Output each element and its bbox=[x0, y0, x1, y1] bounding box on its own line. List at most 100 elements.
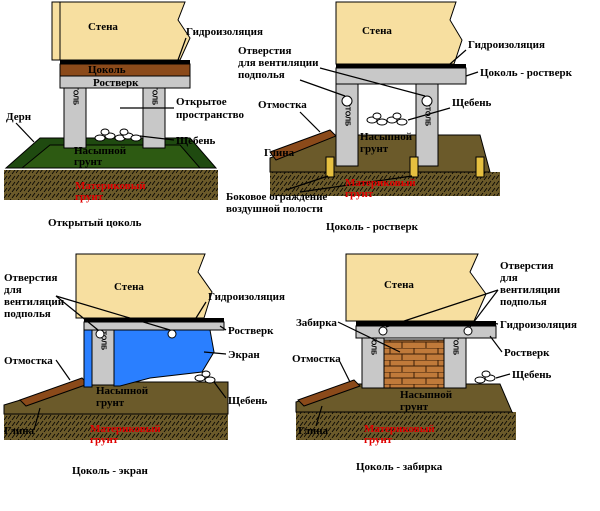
plinth-label: Цоколь bbox=[88, 64, 126, 76]
waterproofing-label: Гидроизоляция bbox=[186, 26, 263, 38]
vent-holes-label: для вентиляции bbox=[238, 57, 319, 69]
wall-block bbox=[335, 1, 463, 65]
wall-block bbox=[345, 253, 487, 322]
fill-soil-label: Насыпной bbox=[360, 131, 413, 143]
screen-panel bbox=[113, 329, 215, 387]
native-soil-label: Материковый bbox=[364, 423, 435, 435]
wall-label: Стена bbox=[88, 21, 118, 33]
pillar-label: СТОЛБ bbox=[370, 331, 377, 355]
vent-hole bbox=[421, 95, 433, 107]
open-space-label: пространство bbox=[176, 109, 244, 121]
gravel-label: Щебень bbox=[176, 135, 216, 147]
grillage-label: Ростверк bbox=[93, 77, 139, 89]
pillar-label: СТОЛБ bbox=[452, 331, 459, 355]
vent-holes-label: подполья bbox=[238, 69, 285, 81]
fill-soil-label: Насыпной bbox=[74, 145, 127, 157]
native-soil bbox=[4, 414, 228, 440]
pillar-label: СТОЛБ bbox=[72, 81, 79, 105]
fill-soil-label: грунт bbox=[74, 156, 103, 168]
open-space-label: Открытое bbox=[176, 96, 227, 108]
vent-holes-label: Отверстия bbox=[4, 272, 58, 284]
panel-plinth-screen: СТОЛБ Стена Гидроизоляция Отверстия для … bbox=[3, 253, 285, 477]
vent-holes-label: подполья bbox=[500, 296, 547, 308]
wall-side bbox=[51, 1, 61, 61]
side-fence-label: Боковое ограждение bbox=[226, 191, 327, 203]
vent-holes-label: для bbox=[4, 284, 22, 296]
infill-label: Забирка bbox=[296, 317, 337, 329]
waterproofing-label: Гидроизоляция bbox=[500, 319, 577, 331]
wall-block bbox=[75, 253, 213, 319]
fill-soil-label: Насыпной bbox=[96, 385, 149, 397]
pillar-label: СТОЛБ bbox=[151, 81, 158, 105]
caption-plinth-screen: Цоколь - экран bbox=[72, 465, 148, 477]
fill-soil-label: грунт bbox=[96, 397, 125, 409]
wall-label: Стена bbox=[114, 281, 144, 293]
vent-holes-label: вентиляции bbox=[500, 284, 561, 296]
waterproofing-label: Гидроизоляция bbox=[208, 291, 285, 303]
native-soil-label: грунт bbox=[345, 188, 374, 200]
grillage-beam bbox=[355, 325, 497, 339]
vent-hole bbox=[341, 95, 353, 107]
gravel-pile bbox=[474, 370, 496, 384]
native-soil bbox=[4, 170, 218, 200]
caption-open-plinth: Открытый цоколь bbox=[48, 217, 142, 229]
clay-label: Глина bbox=[264, 147, 295, 159]
gravel-pile bbox=[94, 128, 142, 142]
wall-label: Стена bbox=[362, 25, 392, 37]
side-fence bbox=[325, 156, 335, 178]
side-fence bbox=[475, 156, 485, 178]
waterproofing-layer bbox=[356, 321, 496, 326]
waterproofing-layer bbox=[84, 318, 224, 322]
turf-label: Дерн bbox=[6, 111, 32, 123]
vent-hole bbox=[167, 329, 177, 339]
native-soil-label: грунт bbox=[90, 434, 119, 446]
native-soil-label: Материковый bbox=[345, 177, 416, 189]
gravel-label: Щебень bbox=[452, 97, 492, 109]
pillar-label: СТОЛБ bbox=[344, 102, 351, 126]
vent-holes-label: для bbox=[500, 272, 518, 284]
plinth-grillage-beam bbox=[335, 67, 467, 85]
caption-plinth-infill: Цоколь - забирка bbox=[356, 461, 443, 473]
vent-hole bbox=[95, 329, 105, 339]
vent-holes-label: подполья bbox=[4, 308, 51, 320]
brick-infill bbox=[383, 339, 445, 389]
gravel-pile bbox=[366, 112, 408, 126]
panel-plinth-grillage: СТОЛБ СТОЛБ Стена Гидроизоляция Отверсти… bbox=[226, 1, 573, 233]
pillar-label: СТОЛБ bbox=[100, 326, 107, 350]
gravel-label: Щебень bbox=[512, 369, 552, 381]
blind-area bbox=[297, 379, 361, 407]
native-soil-label: Материковый bbox=[90, 423, 161, 435]
fill-soil-label: грунт bbox=[360, 143, 389, 155]
side-fence-label: воздушной полости bbox=[226, 203, 324, 215]
blind-area-label: Отмостка bbox=[292, 353, 341, 365]
blind-area-label: Отмостка bbox=[258, 99, 307, 111]
vent-holes-label: Отверстия bbox=[238, 45, 292, 57]
clay-label: Глина bbox=[298, 425, 329, 437]
screen-edge bbox=[83, 321, 93, 388]
native-soil-label: грунт bbox=[364, 434, 393, 446]
blind-area-label: Отмостка bbox=[4, 355, 53, 367]
fill-soil bbox=[20, 144, 202, 169]
vent-hole bbox=[463, 326, 473, 336]
grillage-beam bbox=[83, 321, 225, 331]
native-soil bbox=[270, 172, 500, 196]
native-soil-label: Материковый bbox=[75, 180, 146, 192]
side-fence bbox=[409, 156, 419, 178]
vent-holes-label: вентиляции bbox=[4, 296, 65, 308]
waterproofing-label: Гидроизоляция bbox=[468, 39, 545, 51]
plinth-grillage-label: Цоколь - ростверк bbox=[480, 67, 573, 79]
clay-label: Глина bbox=[4, 425, 35, 437]
gravel-label: Щебень bbox=[228, 395, 268, 407]
wall-label: Стена bbox=[384, 279, 414, 291]
waterproofing-layer bbox=[336, 64, 466, 68]
fill-soil-label: грунт bbox=[400, 401, 429, 413]
wall-block bbox=[59, 1, 191, 61]
waterproofing-layer bbox=[60, 60, 190, 64]
panel-open-plinth: СТОЛБ СТОЛБ Стена Гидроизоляция Цоколь Р… bbox=[4, 1, 263, 229]
native-soil-label: грунт bbox=[75, 191, 104, 203]
caption-plinth-grillage: Цоколь - ростверк bbox=[326, 221, 419, 233]
screen-label: Экран bbox=[228, 349, 260, 361]
grillage-label: Ростверк bbox=[504, 347, 550, 359]
vent-hole bbox=[378, 326, 388, 336]
